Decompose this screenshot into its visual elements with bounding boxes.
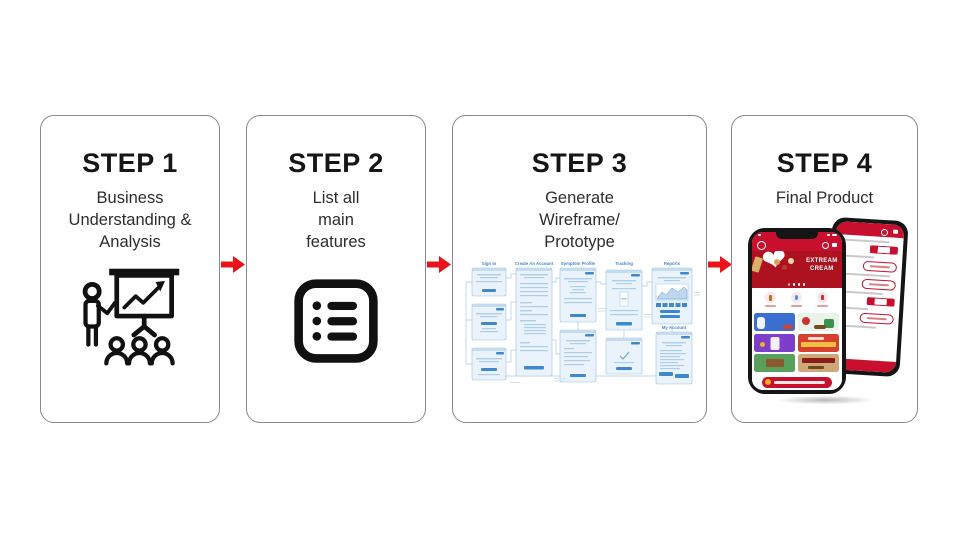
battery-icon <box>831 234 837 236</box>
promo-tile <box>797 354 839 372</box>
phone-front-mockup: ❤ EXTREAM CREAM <box>747 228 846 394</box>
wireframe-label: Create An Account <box>515 261 554 266</box>
category-item <box>791 292 802 307</box>
banner-item <box>787 258 794 264</box>
cart-icon <box>831 243 837 247</box>
step-4-description: Final Product <box>775 189 874 207</box>
product-text-line <box>839 238 890 244</box>
wireframe-screen <box>471 267 507 297</box>
coin-icon <box>764 379 771 385</box>
wireframe-screen <box>471 303 507 341</box>
minus-button <box>869 245 878 254</box>
phone-notch <box>775 232 818 239</box>
signal-icon <box>826 234 830 236</box>
category-row <box>751 288 842 311</box>
step-1-title: STEP 1 <box>82 148 178 178</box>
banner-item <box>773 259 780 265</box>
step-1-description: Business Understanding & Analysis <box>68 189 192 251</box>
order-button-row <box>751 374 842 390</box>
step-3-title: STEP 3 <box>531 148 628 178</box>
promo-tile <box>754 354 796 372</box>
step-4-card: STEP 4 Final Product <box>731 115 918 423</box>
step-4-title: STEP 4 <box>776 148 873 178</box>
phone-front-screen: ❤ EXTREAM CREAM <box>751 232 842 390</box>
wireframe-screen <box>559 329 597 383</box>
presentation-chart-icon <box>82 268 180 366</box>
plus-button <box>889 246 898 255</box>
wireframe-label: Reports <box>664 261 681 266</box>
phone-shadow <box>759 394 890 406</box>
app-logo <box>756 240 766 250</box>
carousel-dots <box>751 281 842 288</box>
phone-mockups-graphic: ❤ EXTREAM CREAM <box>742 216 909 406</box>
quantity-stepper <box>866 297 895 307</box>
wireframe-label: My Account <box>662 325 687 330</box>
quantity-value <box>873 297 887 307</box>
promo-grid <box>751 311 842 374</box>
order-button-label-graphic <box>773 380 825 384</box>
wireframe-label: Symptom Profile <box>561 261 596 266</box>
step-3-description: Generate Wireframe/ Prototype <box>539 189 620 251</box>
add-to-cart-button <box>858 312 894 325</box>
category-item <box>765 292 776 307</box>
wireframe-annotations <box>510 292 700 383</box>
category-item <box>817 292 828 307</box>
wireframe-screen <box>605 337 643 375</box>
repeat-order-button <box>761 376 832 388</box>
wireframe-label: Sign In <box>482 261 497 266</box>
arrow-right-icon <box>427 256 451 273</box>
wireframe-flow-graphic: Sign In Create An Account Symptom Profil… <box>465 261 700 385</box>
wireframe-screen <box>559 267 597 323</box>
promo-tile <box>754 333 796 352</box>
cart-icon <box>892 229 898 234</box>
hero-banner: ❤ EXTREAM CREAM <box>751 251 842 281</box>
wireframe-screen <box>515 267 553 377</box>
promo-tile <box>797 313 839 331</box>
wireframe-screen <box>605 269 643 331</box>
wireframe-screen <box>651 267 693 325</box>
step-2-description: List all main features <box>306 189 366 251</box>
plus-button <box>885 298 895 307</box>
product-text-line <box>837 272 891 278</box>
quantity-stepper <box>869 245 898 255</box>
banner-title: EXTREAM CREAM <box>806 258 838 272</box>
promo-tile <box>797 333 839 352</box>
step-2-title: STEP 2 <box>288 148 384 178</box>
add-to-cart-button <box>860 278 896 291</box>
search-icon <box>880 228 888 237</box>
app-header <box>751 239 842 251</box>
add-to-cart-button <box>862 260 897 273</box>
banner-item <box>781 265 787 270</box>
arrow-right-icon <box>708 256 732 273</box>
step-2-card: STEP 2 List all main features <box>246 115 426 423</box>
checklist-icon <box>294 279 378 363</box>
search-icon <box>821 241 829 249</box>
wireframe-screen <box>471 347 507 381</box>
minus-button <box>866 297 875 306</box>
wireframe-screen <box>655 331 693 385</box>
step-3-card: STEP 3 Generate Wireframe/ Prototype Sig… <box>452 115 707 423</box>
quantity-value <box>877 245 890 255</box>
wireframe-label: Tracking <box>615 261 633 266</box>
time-indicator <box>757 234 761 236</box>
step-1-card: STEP 1 Business Understanding & Analysis <box>40 115 220 423</box>
promo-tile <box>754 313 796 331</box>
arrow-right-icon <box>221 256 245 273</box>
